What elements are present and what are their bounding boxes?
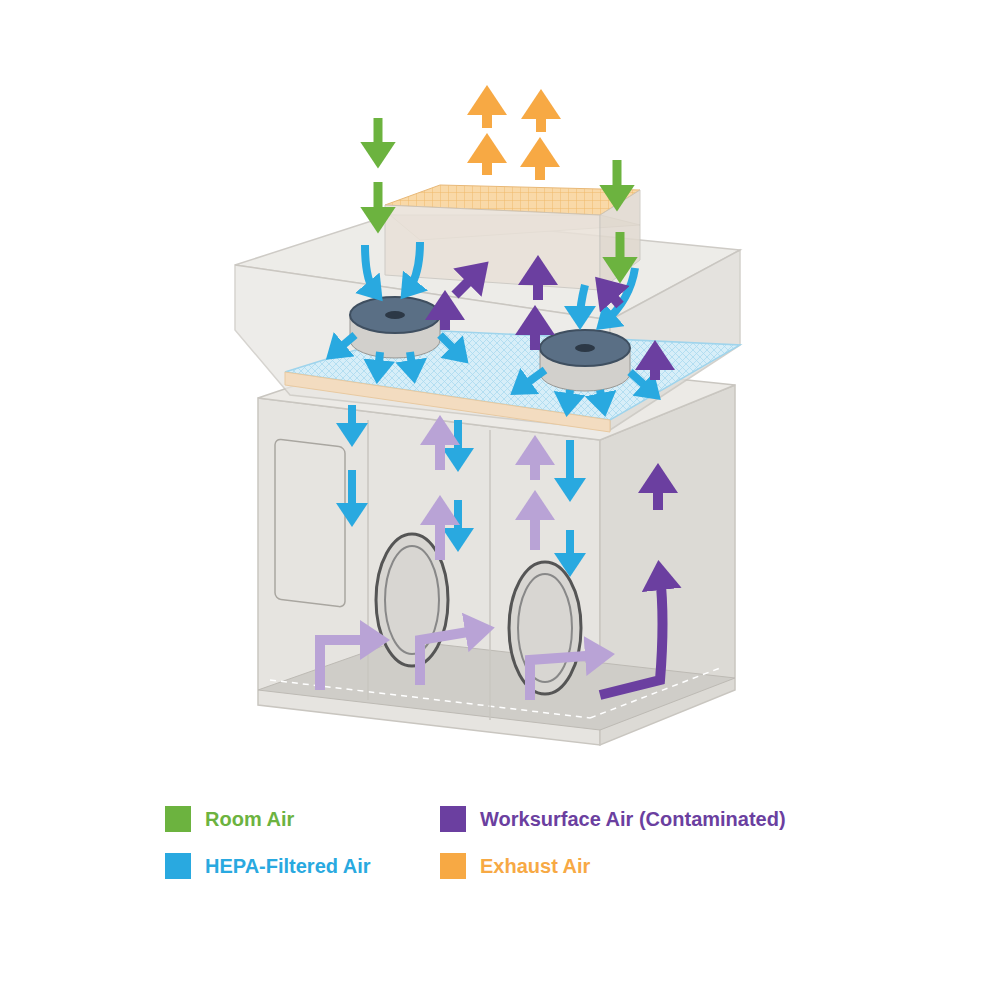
illustration-part <box>630 372 652 392</box>
illustration-part <box>613 160 622 198</box>
illustration-part <box>408 242 420 290</box>
exhaust-arrow <box>487 100 541 180</box>
illustration-part <box>348 405 356 435</box>
illustration-part <box>605 288 620 305</box>
illustration-part <box>600 575 663 695</box>
glove-port <box>376 534 581 694</box>
hepa-air-arrow <box>335 242 652 565</box>
illustration-part <box>350 297 440 333</box>
illustration-part <box>530 450 540 480</box>
legend-text: HEPA-Filtered Air <box>205 855 371 878</box>
legend-text: Room Air <box>205 808 294 831</box>
legend-swatch <box>165 806 191 832</box>
illustration-part <box>575 344 595 352</box>
illustration-part <box>530 320 540 350</box>
illustration-part <box>454 420 462 460</box>
illustration-part <box>378 352 380 372</box>
illustration-part <box>566 440 574 490</box>
illustration-part <box>440 305 450 330</box>
legend-item: Exhaust Air <box>440 853 590 879</box>
illustration-part <box>535 152 545 180</box>
illustration-part <box>530 655 600 700</box>
illustration-part <box>566 530 574 565</box>
illustration-part <box>365 245 375 292</box>
worksurface-air-arrow <box>320 270 663 700</box>
illustration-part <box>520 370 545 388</box>
illustration-part <box>536 104 546 132</box>
illustration-part <box>455 272 478 295</box>
fan <box>350 297 630 391</box>
legend-text: Exhaust Air <box>480 855 590 878</box>
illustration-part <box>440 335 460 355</box>
illustration-part <box>420 630 480 685</box>
illustration-part <box>335 335 355 352</box>
illustration-part <box>530 505 540 550</box>
illustration-part <box>385 311 405 319</box>
legend-swatch <box>165 853 191 879</box>
illustration-part <box>509 562 581 694</box>
room-air-arrow <box>378 118 620 270</box>
illustration-part <box>348 470 356 515</box>
illustration-part <box>533 270 543 300</box>
cabinet-body <box>258 350 735 745</box>
illustration-part <box>454 500 462 540</box>
legend-item: Room Air <box>165 806 294 832</box>
illustration-part <box>435 430 445 470</box>
illustration-part <box>275 439 345 608</box>
exhaust-filter <box>385 185 640 290</box>
legend-item: HEPA-Filtered Air <box>165 853 371 879</box>
illustration-part <box>367 420 369 700</box>
illustration-part <box>580 285 585 318</box>
illustration-part <box>616 232 625 270</box>
illustration-part <box>320 640 375 690</box>
illustration-part <box>374 182 383 220</box>
legend-swatch <box>440 853 466 879</box>
illustration-part <box>482 148 492 175</box>
illustration-part <box>410 352 413 372</box>
illustration-part <box>385 205 600 290</box>
legend-text: Worksurface Air (Contaminated) <box>480 808 786 831</box>
illustration-part <box>435 510 445 560</box>
illustration-part <box>650 355 660 380</box>
illustration-part <box>489 430 491 720</box>
illustration-part <box>653 478 663 510</box>
illustration-part <box>540 330 630 366</box>
legend-swatch <box>440 806 466 832</box>
illustration-part <box>600 390 603 405</box>
illustration-part <box>374 118 383 155</box>
illustration-part <box>568 390 570 405</box>
legend-item: Worksurface Air (Contaminated) <box>440 806 786 832</box>
illustration-part <box>605 268 635 322</box>
illustration-part <box>482 100 492 128</box>
